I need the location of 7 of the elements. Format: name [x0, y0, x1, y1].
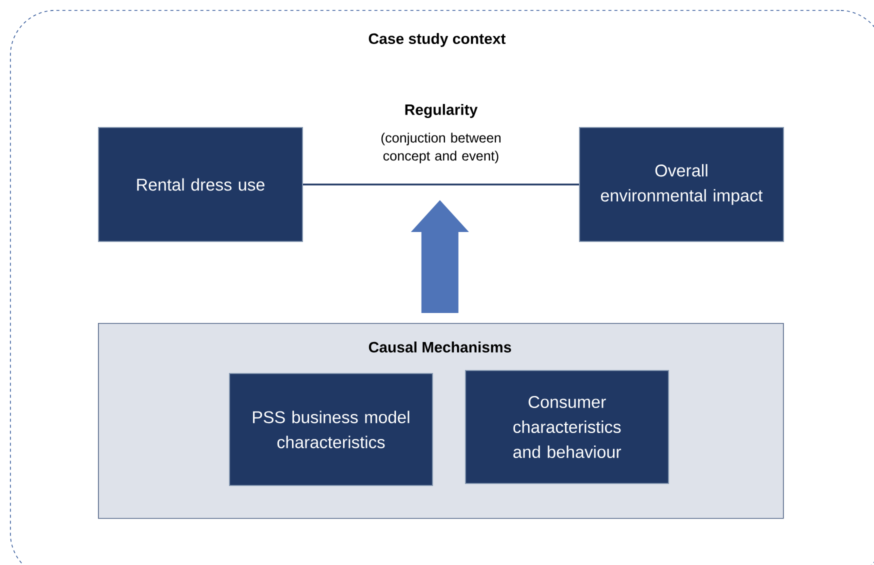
- connector-line: [303, 184, 579, 186]
- process-box: Rental dress use: [98, 127, 303, 242]
- note: (conjuction between concept and event): [381, 132, 501, 164]
- process-box: PSS business model characteristics: [229, 373, 433, 486]
- process-box: Overall environmental impact: [579, 127, 784, 242]
- heading: Regularity: [405, 104, 478, 118]
- process-box: Consumer characteristics and behaviour: [465, 370, 669, 484]
